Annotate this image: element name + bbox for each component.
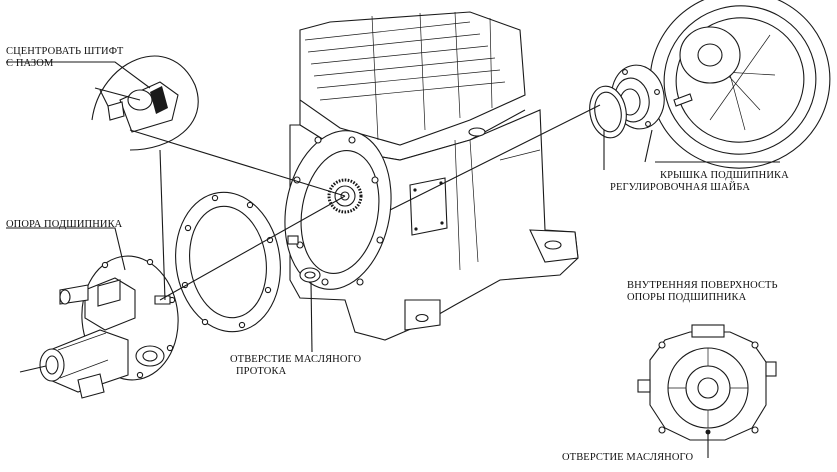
bolt-head [287, 235, 299, 245]
bearing-support-inner-view [637, 324, 777, 441]
label-shim: РЕГУЛИРОВОЧНАЯ ШАЙБА [610, 182, 751, 193]
label-inner-surface: ВНУТРЕННЯЯ ПОВЕРХНОСТЬ ОПОРЫ ПОДШИПНИКА [627, 280, 778, 304]
label-oil-hole-center-line1: ОТВЕРСТИЕ МАСЛЯНОГО [230, 354, 362, 365]
label-pin: СЦЕНТРОВАТЬ ШТИФТ С ПАЗОМ [6, 46, 123, 70]
pump-body [284, 11, 579, 341]
cylinder-fins [299, 11, 526, 161]
shim [589, 85, 627, 139]
pin-detail-inset [91, 55, 199, 151]
label-oil-hole-center: ОТВЕРСТИЕ МАСЛЯНОГО ПРОТОКА [230, 354, 361, 378]
label-oil-hole-bottom: ОТВЕРСТИЕ МАСЛЯНОГО [562, 452, 694, 463]
label-pin-line1: СЦЕНТРОВАТЬ ШТИФТ [6, 46, 124, 57]
pulley [649, 0, 831, 169]
label-bearing-cover: КРЫШКА ПОДШИПНИКА [660, 170, 789, 181]
bolt-head [468, 127, 486, 137]
label-inner-surface-line1: ВНУТРЕННЯЯ ПОВЕРХНОСТЬ [627, 280, 778, 291]
bearing-support [19, 255, 179, 399]
label-bearing-support: ОПОРА ПОДШИПНИКА [6, 219, 123, 230]
label-pin-line2: С ПАЗОМ [6, 58, 54, 69]
label-inner-surface-line2: ОПОРЫ ПОДШИПНИКА [627, 292, 747, 303]
label-oil-hole-center-line2: ПРОТОКА [236, 366, 287, 377]
inspection-plate [409, 177, 448, 236]
leader-lines [6, 61, 780, 458]
crankshaft-gear [327, 178, 363, 214]
bolt [673, 93, 693, 107]
